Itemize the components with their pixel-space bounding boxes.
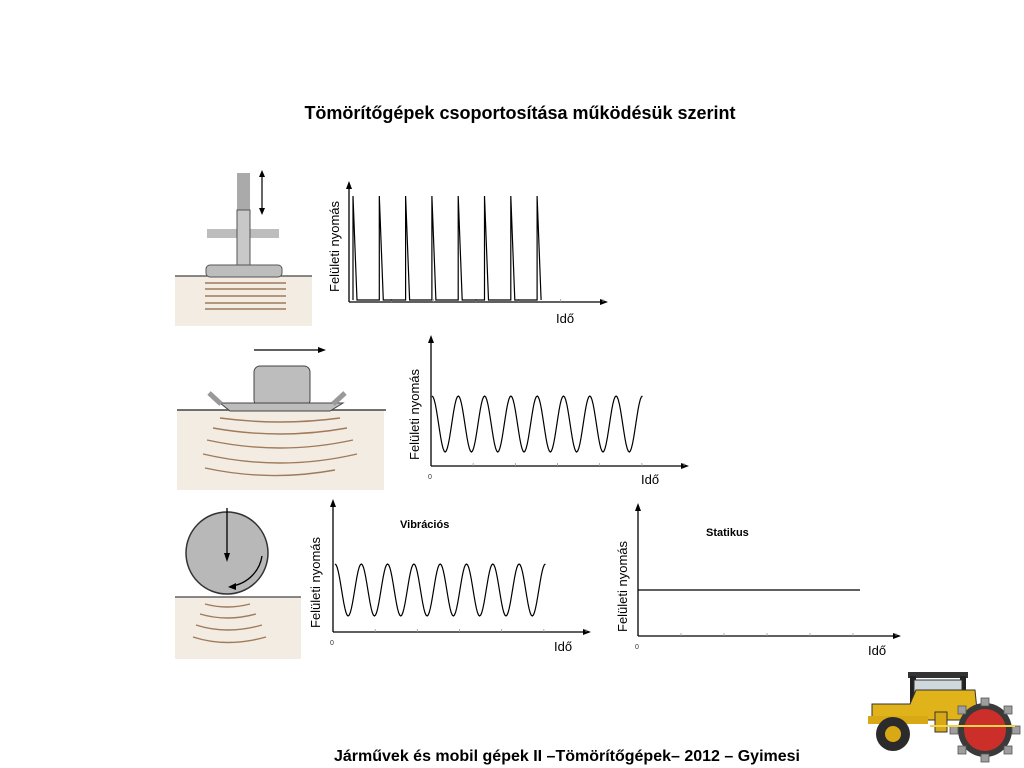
slide-footer: Járművek és mobil gépek II –Tömörítőgépe… <box>334 748 800 765</box>
chart3-xlabel: Idő <box>554 639 572 654</box>
chart4-ylabel: Felületi nyomás <box>615 540 630 632</box>
padfoot-roller-icon <box>868 672 1021 763</box>
chart4-origin: 0 <box>635 644 639 651</box>
chart-impulse: Felületi nyomás Idő <box>327 181 608 326</box>
rammer-icon <box>175 170 312 326</box>
plate-compactor-icon <box>177 347 386 490</box>
chart3-origin: 0 <box>330 640 334 647</box>
chart-vibration: 0 Vibrációs Felületi nyomás Idő <box>308 499 591 654</box>
slide-title: Tömörítőgépek csoportosítása működésük s… <box>304 103 736 123</box>
chart1-ylabel: Felületi nyomás <box>327 200 342 292</box>
chart4-xlabel: Idő <box>868 643 886 658</box>
chart3-ylabel: Felületi nyomás <box>308 536 323 628</box>
chart2-origin: 0 <box>428 474 432 481</box>
chart2-xlabel: Idő <box>641 472 659 487</box>
chart-oscillation: 0 Felületi nyomás Idő <box>407 335 689 487</box>
chart3-subtitle: Vibrációs <box>400 519 449 531</box>
chart2-ylabel: Felületi nyomás <box>407 368 422 460</box>
chart1-xlabel: Idő <box>556 311 574 326</box>
chart-static: 0 Statikus Felületi nyomás Idő <box>615 503 901 658</box>
chart4-subtitle: Statikus <box>706 527 749 539</box>
roller-drum-icon <box>175 508 301 659</box>
